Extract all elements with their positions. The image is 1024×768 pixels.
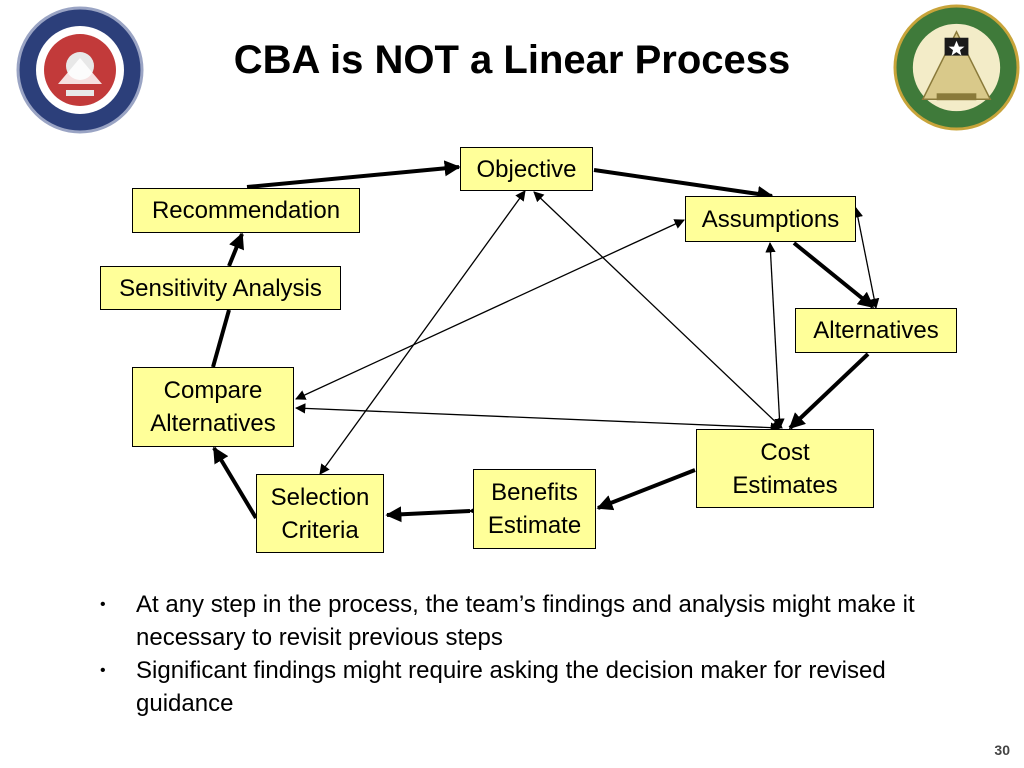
node-selection-criteria: Selection Criteria: [256, 474, 384, 553]
page-number: 30: [994, 742, 1010, 758]
arrow-benefits-selection-bidirectional: [385, 502, 485, 523]
link-objective-selection: [319, 190, 526, 475]
bullet-list: •At any step in the process, the team’s …: [96, 588, 986, 720]
link-assumptions-cost-estimates: [765, 241, 785, 430]
arrow-objective-to-assumptions: [593, 168, 774, 202]
arrow-recommendation-to-objective: [246, 160, 461, 189]
bullet-item: •Significant findings might require aski…: [100, 657, 886, 717]
node-alternatives: Alternatives: [795, 308, 957, 353]
army-financial-management-seal-icon: [893, 4, 1020, 131]
node-compare-alternatives: Compare Alternatives: [132, 367, 294, 447]
slide-title: CBA is NOT a Linear Process: [233, 38, 791, 82]
node-sensitivity-analysis: Sensitivity Analysis: [100, 266, 341, 310]
node-benefits-estimate: Benefits Estimate: [473, 469, 596, 549]
node-recommendation: Recommendation: [132, 188, 360, 233]
arrow-sensitivity-to-recommendation: [227, 232, 244, 267]
bullet-item: •At any step in the process, the team’s …: [100, 591, 915, 651]
link-assumptions-alternatives: [852, 206, 880, 310]
assistant-secretary-army-seal-icon: [16, 6, 144, 134]
arrow-cost-estimates-to-benefits: [596, 468, 696, 511]
arrow-alternatives-to-cost-estimates: [788, 352, 870, 430]
node-cost-estimates: Cost Estimates: [696, 429, 874, 508]
link-assumptions-compare: [295, 219, 685, 400]
node-objective: Objective: [460, 147, 593, 191]
arrow-assumptions-to-alternatives: [792, 241, 875, 309]
connector-compare-to-sensitivity: [211, 309, 231, 368]
arrow-selection-to-compare: [212, 446, 258, 520]
node-assumptions: Assumptions: [685, 196, 856, 242]
link-compare-cost-estimates: [294, 403, 782, 433]
